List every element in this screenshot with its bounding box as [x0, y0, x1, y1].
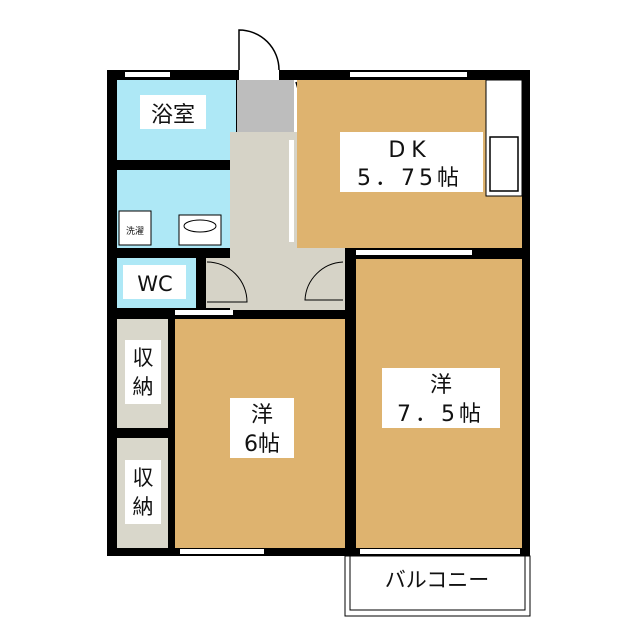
washer-label: 洗濯 [126, 225, 144, 237]
closet-lower-line2: 納 [133, 495, 154, 519]
bath-label: 浴室 [151, 103, 195, 128]
closet-upper-line1: 収 [133, 346, 154, 370]
dk-name: DK [388, 138, 431, 163]
balcony [344, 555, 531, 617]
window [360, 549, 520, 554]
closet-upper-line2: 納 [133, 375, 154, 399]
balcony-rail [349, 555, 526, 611]
window [350, 72, 467, 77]
washing-machine-box [118, 210, 152, 246]
western-small-size: 6帖 [244, 432, 280, 457]
western-large-name: 洋 [430, 373, 452, 398]
partition-door [175, 310, 233, 315]
western-small-name: 洋 [251, 403, 273, 428]
window [180, 549, 264, 554]
entrance-floor [237, 80, 294, 132]
washbasin-bowl [183, 219, 217, 233]
partition-door [289, 140, 294, 242]
closet-lower-line1: 収 [133, 466, 154, 490]
partition-door [356, 250, 472, 255]
dk-size: 5．75帖 [357, 166, 463, 191]
window [125, 72, 170, 77]
wc-door-swing [206, 261, 248, 303]
balcony-label: バルコニー [385, 568, 490, 592]
kitchen-sink [489, 136, 519, 192]
wc-label: WC [137, 272, 172, 296]
entrance-door-swing [238, 29, 280, 71]
western-large-size: 7．5帖 [397, 402, 485, 427]
room-door-swing [304, 261, 344, 301]
entrance-door-gap [239, 70, 279, 80]
